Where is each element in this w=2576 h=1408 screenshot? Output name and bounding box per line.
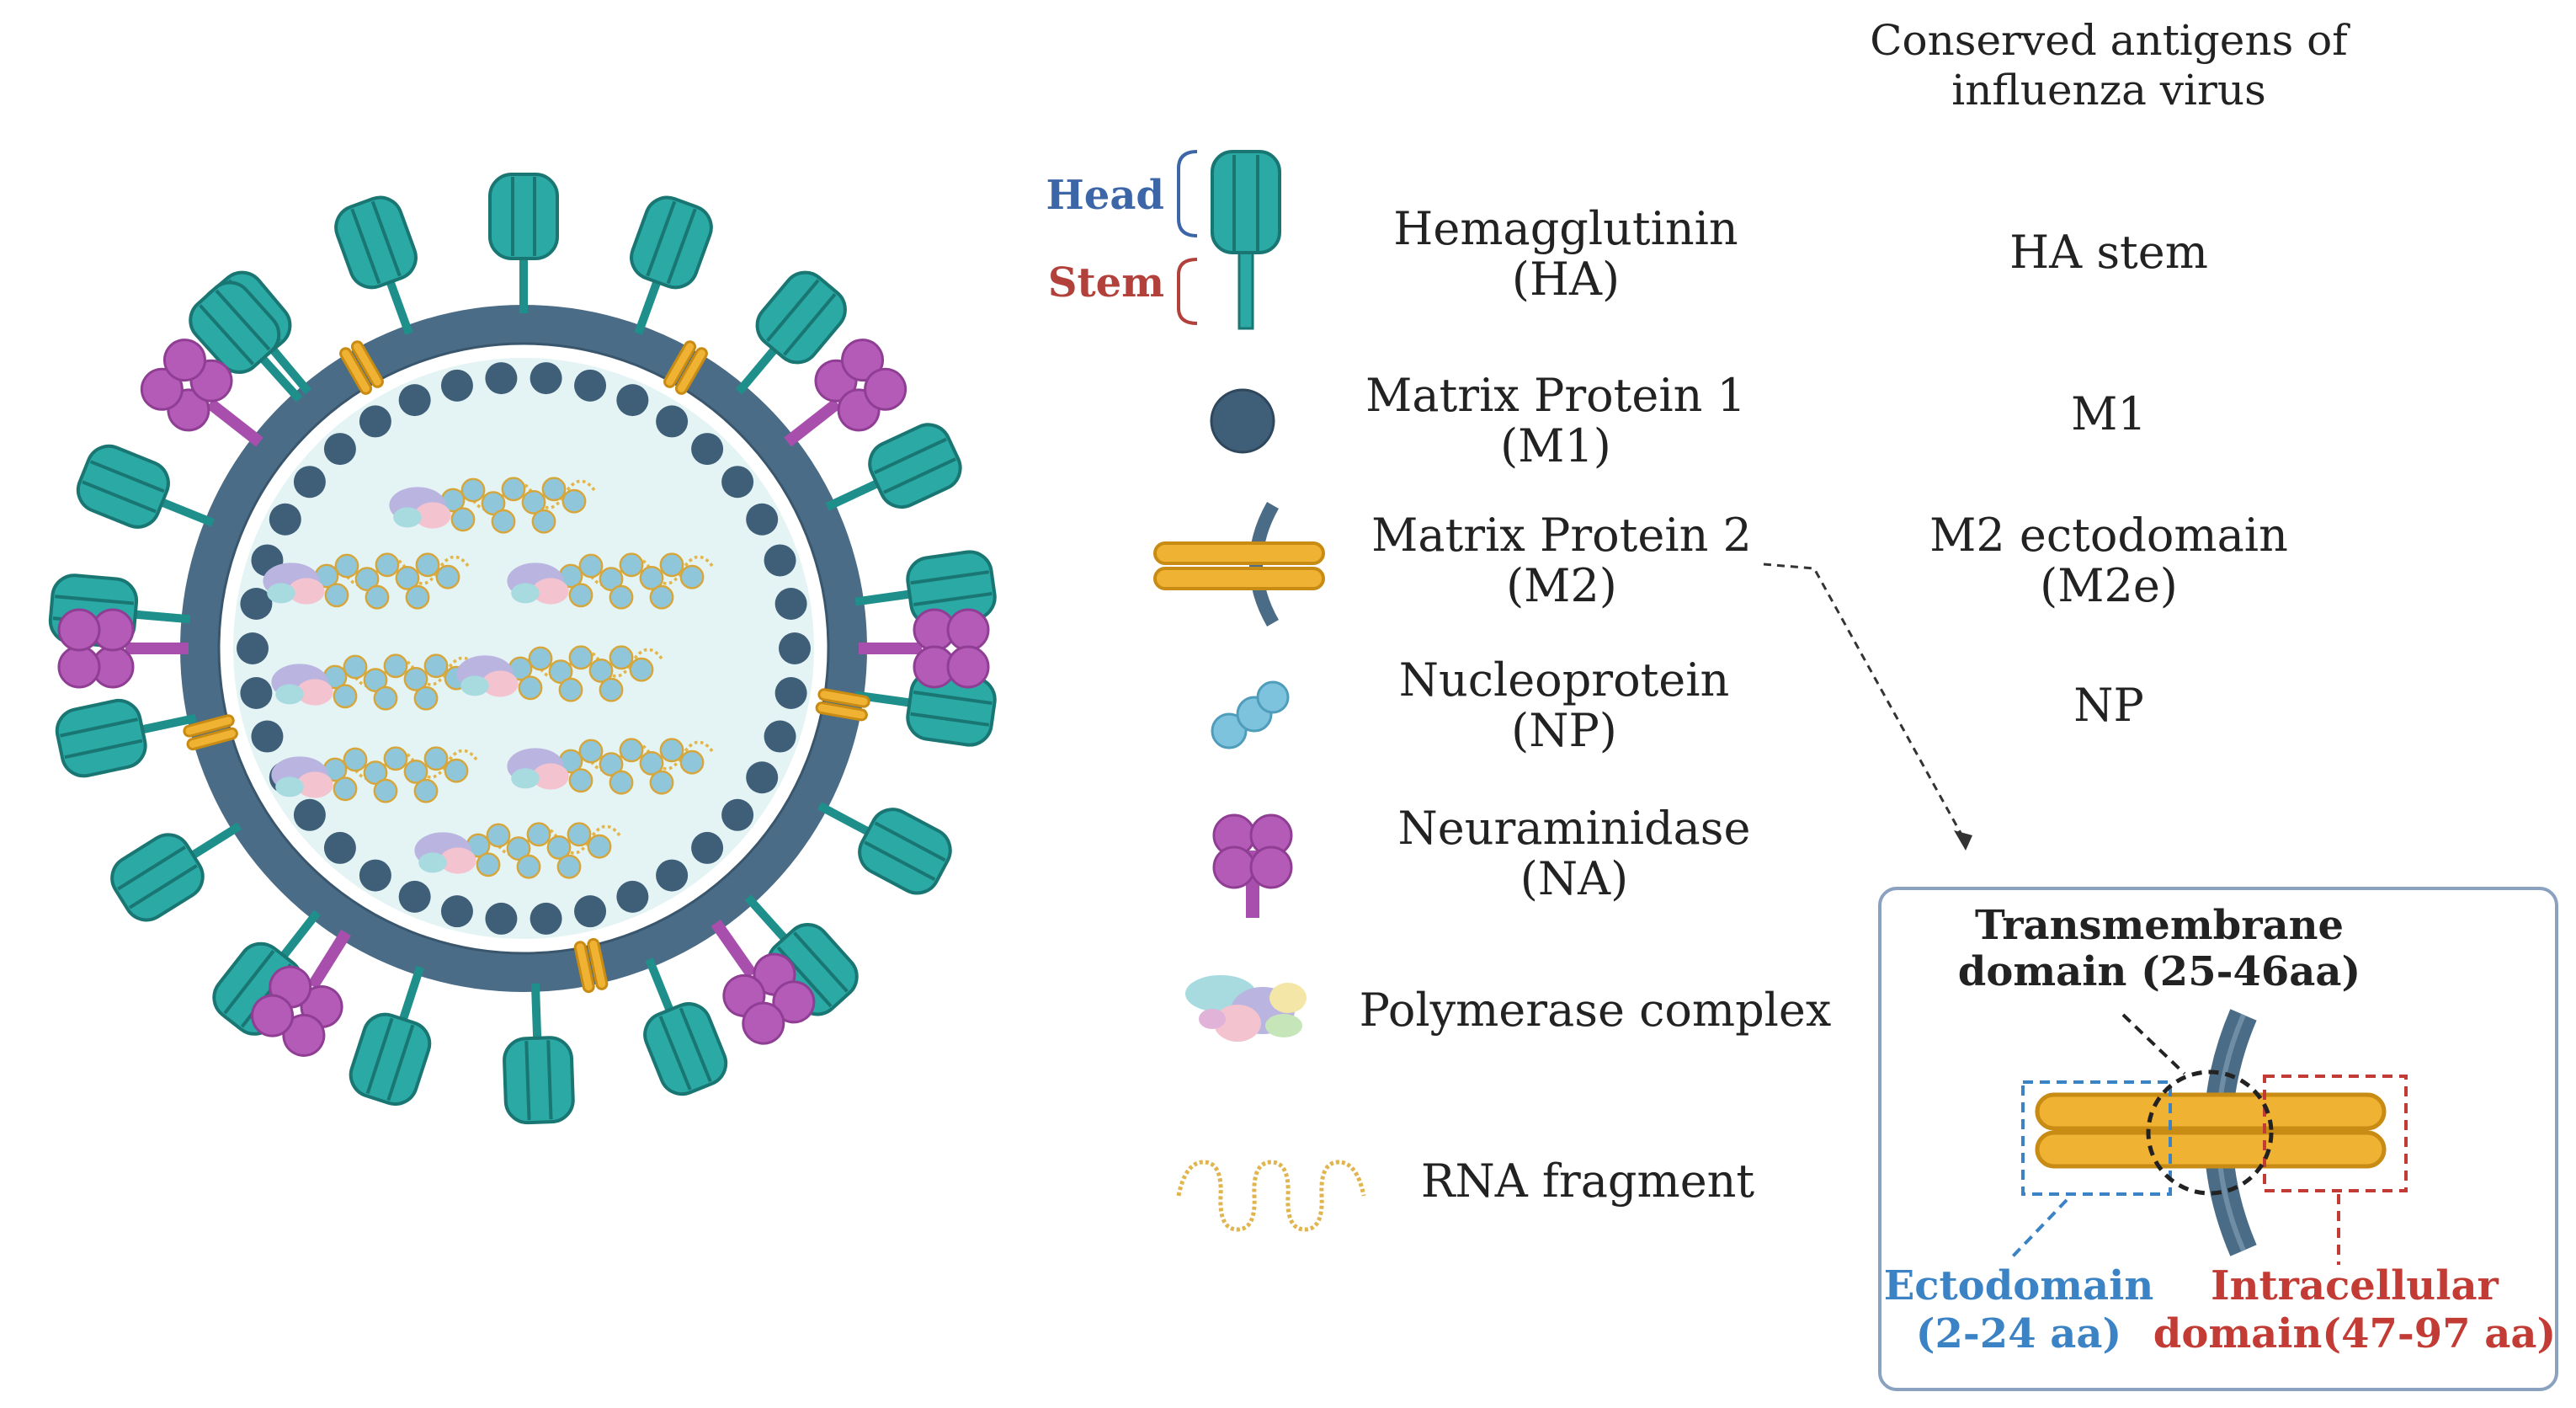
legend-names: Hemagglutinin (HA) Matrix Protein 1 (M1)… — [1360, 202, 1832, 1208]
m1-particle — [530, 362, 562, 395]
virion — [46, 173, 1000, 1123]
np-name: Nucleoprotein — [1399, 653, 1730, 707]
m2-helix-bottom — [2035, 1130, 2387, 1169]
m1-particle — [440, 369, 473, 402]
m1-particle — [398, 384, 431, 417]
m1-particle — [323, 831, 356, 864]
m1-particle — [485, 362, 518, 395]
stem-label: Stem — [1048, 259, 1164, 307]
m1-icon — [1210, 388, 1275, 454]
m1-particle — [440, 895, 473, 928]
m1-particle — [574, 369, 607, 402]
m1-particle — [779, 632, 811, 664]
m2-antigen-abbr: (M2e) — [2040, 559, 2178, 612]
m1-particle — [293, 798, 326, 831]
m1-particle — [240, 676, 273, 709]
ecto-pointer — [2009, 1198, 2068, 1261]
transmembrane-pointer — [2121, 1013, 2186, 1075]
m1-particle — [530, 902, 562, 935]
arrow-head — [1954, 830, 1972, 851]
m1-particle — [269, 503, 301, 536]
m1-particle — [293, 466, 326, 499]
m2-helix-top — [2035, 1092, 2387, 1131]
ha-spike — [502, 982, 574, 1123]
m1-name: Matrix Protein 1 — [1365, 369, 1746, 422]
ha-name: Hemagglutinin — [1393, 202, 1738, 255]
transmembrane-ellipse — [2146, 1069, 2274, 1196]
m2-detail-inset: Transmembrane domain (25-46aa) Ectodomai… — [1878, 887, 2558, 1391]
m1-particle — [774, 588, 807, 621]
m1-particle — [721, 466, 754, 499]
transmembrane-label-line1: Transmembrane — [1975, 902, 2344, 949]
rna-name: RNA fragment — [1421, 1155, 1755, 1208]
m1-particle — [251, 720, 284, 753]
na-icon — [1212, 813, 1293, 918]
m1-particle — [691, 433, 724, 466]
ectodomain-label-line2: (2-24 aa) — [1916, 1310, 2121, 1357]
m1-ring — [237, 362, 811, 935]
m1-particle — [359, 405, 391, 438]
ectodomain-box — [2021, 1080, 2172, 1196]
m1-particle — [616, 880, 649, 913]
na-name: Neuraminidase — [1398, 802, 1751, 855]
m1-abbr: (M1) — [1500, 419, 1611, 472]
na-abbr: (NA) — [1520, 852, 1628, 905]
m1-particle — [323, 433, 356, 466]
transmembrane-label-line2: domain (25-46aa) — [1958, 948, 2360, 995]
m1-particle — [359, 859, 391, 892]
m1-particle — [721, 798, 754, 831]
m1-particle — [691, 831, 724, 864]
polymerase-name: Polymerase complex — [1360, 984, 1832, 1037]
m1-particle — [656, 405, 689, 438]
antigen-column: HA stem M1 M2 ectodomain (M2e) NP — [1929, 226, 2288, 732]
intracellular-label-line1: Intracellular — [2211, 1262, 2499, 1309]
m1-particle — [240, 588, 273, 621]
m1-antigen: M1 — [2071, 387, 2147, 440]
m1-particle — [774, 676, 807, 709]
m1-particle — [574, 895, 607, 928]
m2-antigen: M2 ectodomain — [1929, 509, 2288, 562]
antigen-column-title-line2: influenza virus — [1951, 66, 2266, 115]
ha-antigen: HA stem — [2009, 226, 2208, 279]
ha-spike — [51, 683, 205, 782]
stem-bracket — [1177, 258, 1198, 325]
polymerase-icon — [1185, 975, 1307, 1042]
m1-particle — [237, 632, 269, 664]
m2-name: Matrix Protein 2 — [1371, 509, 1752, 562]
ectodomain-label-line1: Ectodomain — [1884, 1262, 2154, 1309]
envelope-inner-edge — [217, 342, 830, 955]
ha-spike — [488, 173, 559, 315]
head-label: Head — [1046, 172, 1164, 219]
m2-icon — [1153, 502, 1325, 627]
intracellular-label-line2: domain(47-97 aa) — [2153, 1310, 2556, 1357]
na-spike — [857, 608, 990, 689]
m1-particle — [746, 761, 779, 794]
m1-particle — [764, 544, 796, 577]
m1-particle — [764, 720, 796, 753]
m1-particle — [656, 859, 689, 892]
head-bracket — [1177, 150, 1198, 237]
m1-particle — [485, 902, 518, 935]
np-abbr: (NP) — [1511, 704, 1617, 757]
rna-icon — [1176, 1160, 1366, 1232]
m2-detail-arrow — [1763, 563, 1967, 843]
ha-abbr: (HA) — [1512, 253, 1620, 306]
antigen-column-title-line1: Conserved antigens of — [1870, 16, 2350, 65]
m2-abbr: (M2) — [1506, 559, 1617, 612]
m1-particle — [746, 503, 779, 536]
ha-icon — [1211, 150, 1281, 330]
m1-particle — [398, 880, 431, 913]
np-icon — [1211, 680, 1290, 749]
np-antigen: NP — [2073, 679, 2144, 732]
intracellular-box — [2263, 1075, 2408, 1192]
viral-envelope — [180, 305, 867, 992]
m1-particle — [616, 384, 649, 417]
